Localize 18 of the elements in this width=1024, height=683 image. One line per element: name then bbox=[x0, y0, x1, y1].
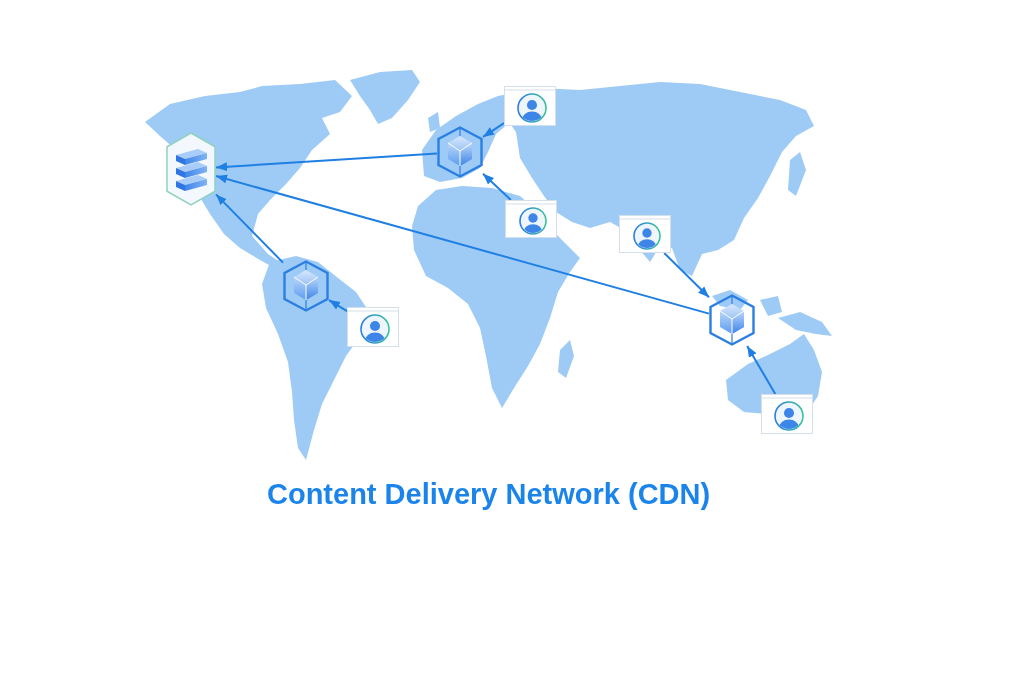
arrow bbox=[663, 252, 710, 299]
user-window-icon bbox=[347, 307, 399, 347]
arrow bbox=[215, 174, 710, 315]
cube-icon bbox=[283, 260, 329, 312]
cube-icon bbox=[709, 294, 755, 346]
cube-icon bbox=[437, 126, 483, 178]
arrow bbox=[215, 193, 284, 264]
diagram-title: Content Delivery Network (CDN) bbox=[267, 478, 711, 511]
arrow bbox=[328, 299, 348, 313]
user-window-icon bbox=[505, 200, 557, 238]
arrow bbox=[482, 122, 505, 138]
user-window-icon bbox=[761, 394, 813, 434]
arrow bbox=[746, 345, 777, 395]
server-stack-icon bbox=[166, 132, 216, 206]
arrow bbox=[215, 152, 438, 172]
user-window-icon bbox=[619, 215, 671, 253]
user-window-icon bbox=[504, 86, 556, 126]
arrow bbox=[482, 172, 512, 201]
